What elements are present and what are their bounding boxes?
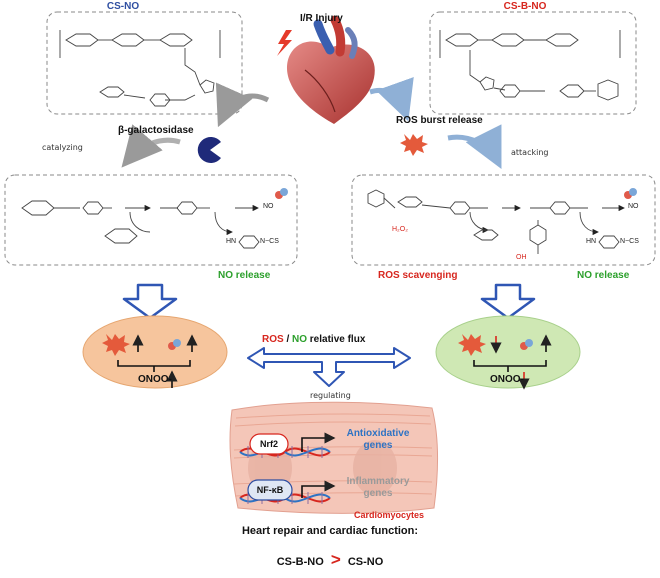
conclusion-comparison: CS-B-NO > CS-NO (277, 550, 384, 570)
right-down-arrow (480, 283, 536, 320)
nrf2-activation-arrow (301, 432, 336, 452)
no-product-left: NO (263, 203, 274, 210)
no-molecule-icon (624, 188, 637, 199)
left-down-arrow (122, 283, 178, 320)
nfkb-label: NF-κB (256, 485, 284, 495)
ros-burst-icon (400, 134, 428, 156)
no-release-left-label: NO release (218, 270, 271, 281)
arrows-right (473, 334, 552, 390)
onoo-right-label: ONOO- (490, 374, 524, 385)
conclusion-op: > (330, 550, 341, 569)
conclusion-left: CS-B-NO (276, 556, 324, 568)
no-release-right-label: NO release (577, 270, 630, 281)
no-molecule-icon (168, 339, 181, 350)
inflammatory-line1: Inflammatory (346, 476, 410, 487)
relative-flux-arrow (247, 347, 411, 387)
ros-scavenging-label: ROS scavenging (378, 270, 458, 281)
cardiomyocytes-label: Cardiomyocytes (354, 510, 425, 520)
hn-left: HN (226, 238, 237, 245)
no-product-right: NO (628, 203, 639, 210)
oh-label: OH (516, 254, 527, 261)
cs-b-no-title: CS-B-NO (503, 1, 547, 12)
beta-galactosidase-label: β-galactosidase (118, 125, 194, 136)
catalyzing-label: catalyzing (42, 143, 83, 152)
heart-to-enzyme-arrow (215, 82, 270, 128)
nfkb-activation-arrow (301, 480, 336, 498)
flux-ros: ROS (262, 334, 284, 345)
heart-to-ros-arrow (369, 77, 414, 122)
cs-no-reaction-scheme (21, 200, 260, 249)
ncs-left: N−CS (260, 238, 279, 245)
regulating-label: regulating (310, 391, 351, 400)
catalyzing-arrow (121, 124, 181, 168)
flux-no: NO (292, 334, 308, 345)
inflammatory-line2: genes (363, 488, 393, 499)
conclusion-right: CS-NO (347, 556, 384, 568)
cs-b-no-reaction-box (351, 174, 656, 266)
relative-flux-label: ROS / NO relative flux (262, 334, 365, 345)
antioxidative-genes-label: Antioxidative genes (347, 428, 410, 452)
lightning-icon (277, 30, 292, 56)
ncs-right: N−CS (620, 238, 639, 245)
hn-right: HN (586, 238, 597, 245)
cs-b-no-chitosan-backbone (439, 30, 621, 101)
cs-no-title: CS-NO (106, 1, 140, 12)
heart-icon (287, 15, 375, 124)
ros-burst-icon (458, 334, 486, 356)
cs-b-no-reaction-scheme (367, 189, 625, 254)
ros-burst-icon (102, 334, 130, 356)
nfkb-pill (247, 479, 293, 501)
cs-b-no-structure-box (429, 11, 637, 115)
h2o2-label: H₂O₂ (392, 226, 408, 233)
ir-injury-label: I/R Injury (300, 13, 343, 24)
antioxidative-line2: genes (363, 440, 393, 451)
cs-no-outcome-ellipse (82, 315, 228, 389)
attacking-label: attacking (511, 148, 549, 157)
conclusion-title: Heart repair and cardiac function: (241, 525, 419, 537)
no-molecule-icon (275, 188, 288, 199)
cs-no-structure-box (46, 11, 243, 115)
ros-burst-release-label: ROS burst release (396, 115, 483, 126)
no-molecule-icon (520, 339, 533, 350)
attacking-arrow (447, 124, 502, 169)
up-arrows-left (117, 334, 198, 388)
inflammatory-genes-label: Inflammatory genes (347, 476, 410, 500)
flux-separator: / (283, 334, 293, 345)
cs-no-reaction-box (4, 174, 298, 266)
onoo-left-label: ONOO- (138, 374, 172, 385)
cs-b-no-outcome-ellipse (435, 315, 581, 389)
nrf2-label: Nrf2 (259, 439, 279, 449)
antioxidative-line1: Antioxidative (346, 428, 410, 439)
nrf2-pill (249, 433, 289, 455)
cs-no-chitosan-backbone (59, 30, 221, 107)
pacman-enzyme-icon (197, 137, 221, 163)
flux-rest: relative flux (307, 334, 366, 345)
